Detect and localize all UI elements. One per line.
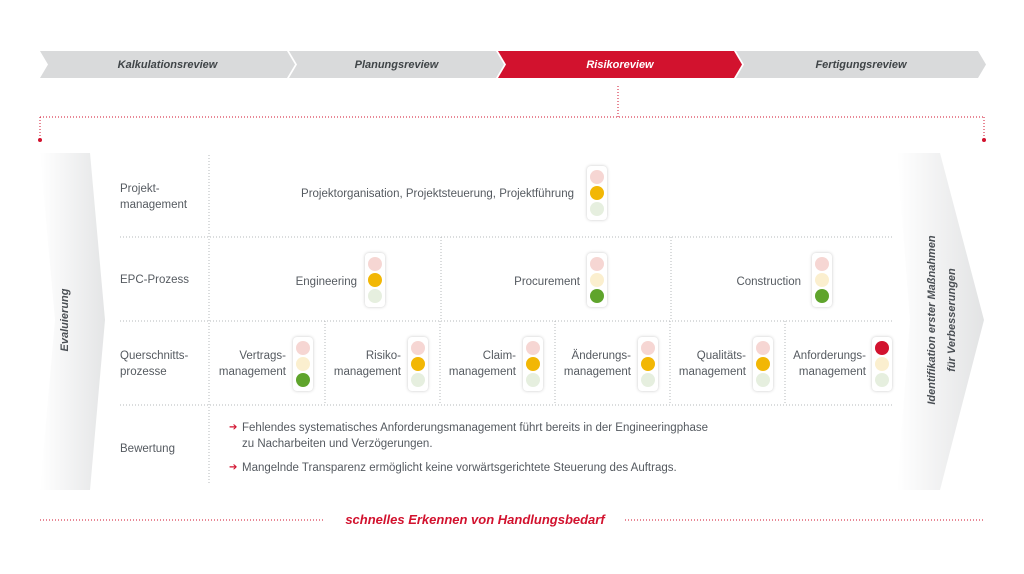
item-qualitaetsmanagement: Qualitäts- management — [678, 350, 746, 378]
item-aenderungsmanagement: Änderungs- management — [563, 350, 631, 378]
light-red — [875, 341, 889, 355]
light-red — [296, 341, 310, 355]
light-yellow — [641, 357, 655, 371]
light-red — [368, 257, 382, 271]
row-label-bewertung: Bewertung — [120, 443, 175, 455]
light-green — [526, 373, 540, 387]
light-yellow — [296, 357, 310, 371]
light-red — [590, 257, 604, 271]
arrow-icon: ➔ — [229, 422, 238, 433]
item-engineering: Engineering — [295, 276, 357, 288]
arrow-icon: ➔ — [229, 462, 238, 473]
traffic-light — [638, 337, 658, 391]
row-label-projektmanagement: Projekt- management — [120, 183, 188, 211]
step-risikoreview: Risikoreview — [498, 51, 742, 78]
light-red — [815, 257, 829, 271]
light-green — [590, 289, 604, 303]
light-yellow — [815, 273, 829, 287]
light-yellow — [756, 357, 770, 371]
traffic-light — [587, 253, 607, 307]
step-planungsreview: Planungsreview — [289, 51, 504, 78]
step-label: Kalkulationsreview — [117, 58, 218, 71]
right-band — [897, 153, 984, 490]
item-projektorganisation: Projektorganisation, Projektsteuerung, P… — [301, 188, 574, 200]
left-band — [40, 153, 105, 490]
bracket — [39, 86, 985, 138]
item-construction: Construction — [736, 276, 801, 288]
light-yellow — [875, 357, 889, 371]
light-yellow — [590, 273, 604, 287]
traffic-light — [812, 253, 832, 307]
light-green — [875, 373, 889, 387]
traffic-light — [408, 337, 428, 391]
light-green — [756, 373, 770, 387]
grid-lines — [120, 155, 893, 485]
light-red — [641, 341, 655, 355]
row-label-querschnitt: Querschnitts- prozesse — [120, 350, 189, 378]
identifikation-label-line1: Identifikation erster Maßnahmen — [926, 235, 938, 405]
traffic-light — [872, 337, 892, 391]
item-vertragsmanagement: Vertrags- management — [218, 350, 286, 378]
light-green — [590, 202, 604, 216]
item-risikomanagement: Risiko- management — [333, 350, 401, 378]
bewertung-bullet-2: ➔ Mangelnde Transparenz ermöglicht keine… — [229, 462, 677, 474]
footer-text: schnelles Erkennen von Handlungsbedarf — [345, 512, 605, 527]
evaluierung-label: Evaluierung — [59, 288, 71, 352]
light-green — [296, 373, 310, 387]
identifikation-label-line2: für Verbesserungen — [946, 268, 958, 372]
light-red — [411, 341, 425, 355]
light-green — [411, 373, 425, 387]
light-red — [756, 341, 770, 355]
traffic-light — [293, 337, 313, 391]
light-yellow — [590, 186, 604, 200]
item-anforderungsmanagement: Anforderungs- management — [793, 350, 866, 378]
traffic-light — [523, 337, 543, 391]
step-fertigungsreview: Fertigungsreview — [736, 51, 986, 78]
item-procurement: Procurement — [514, 276, 580, 288]
row-label-epc: EPC-Prozess — [120, 274, 190, 286]
step-label: Fertigungsreview — [815, 58, 907, 71]
traffic-light — [365, 253, 385, 307]
light-yellow — [368, 273, 382, 287]
step-label: Planungsreview — [354, 58, 439, 71]
step-kalkulationsreview: Kalkulationsreview — [40, 51, 295, 78]
light-yellow — [526, 357, 540, 371]
traffic-light — [587, 166, 607, 220]
light-green — [641, 373, 655, 387]
item-claimmanagement: Claim- management — [448, 350, 516, 378]
light-red — [590, 170, 604, 184]
step-label: Risikoreview — [586, 58, 654, 71]
traffic-light — [753, 337, 773, 391]
light-green — [368, 289, 382, 303]
light-green — [815, 289, 829, 303]
light-yellow — [411, 357, 425, 371]
bewertung-bullet-1: ➔ Fehlendes systematisches Anforderungsm… — [229, 422, 709, 450]
light-red — [526, 341, 540, 355]
